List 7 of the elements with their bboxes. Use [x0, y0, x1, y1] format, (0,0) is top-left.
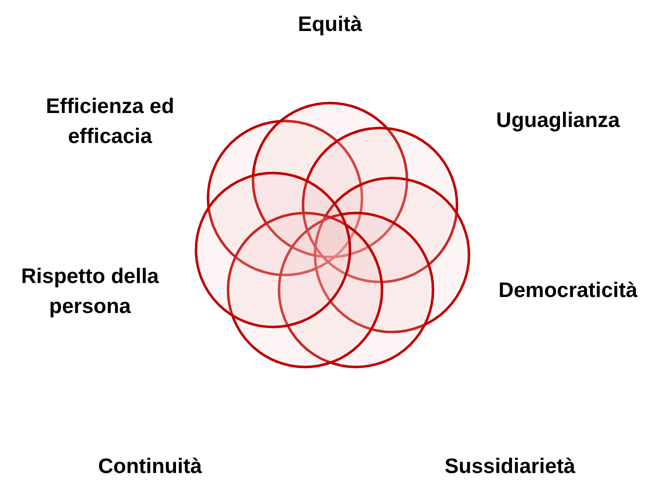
principle-label: Continuità [97, 454, 203, 480]
principle-label: Equità [296, 12, 364, 38]
principle-label: Democraticità [498, 278, 638, 304]
principle-label: Uguaglianza [495, 108, 621, 134]
principle-label: Efficienza ed efficacia [44, 94, 176, 150]
principle-label: Sussidiarietà [444, 454, 576, 480]
principle-label: Rispetto della persona [20, 264, 160, 320]
